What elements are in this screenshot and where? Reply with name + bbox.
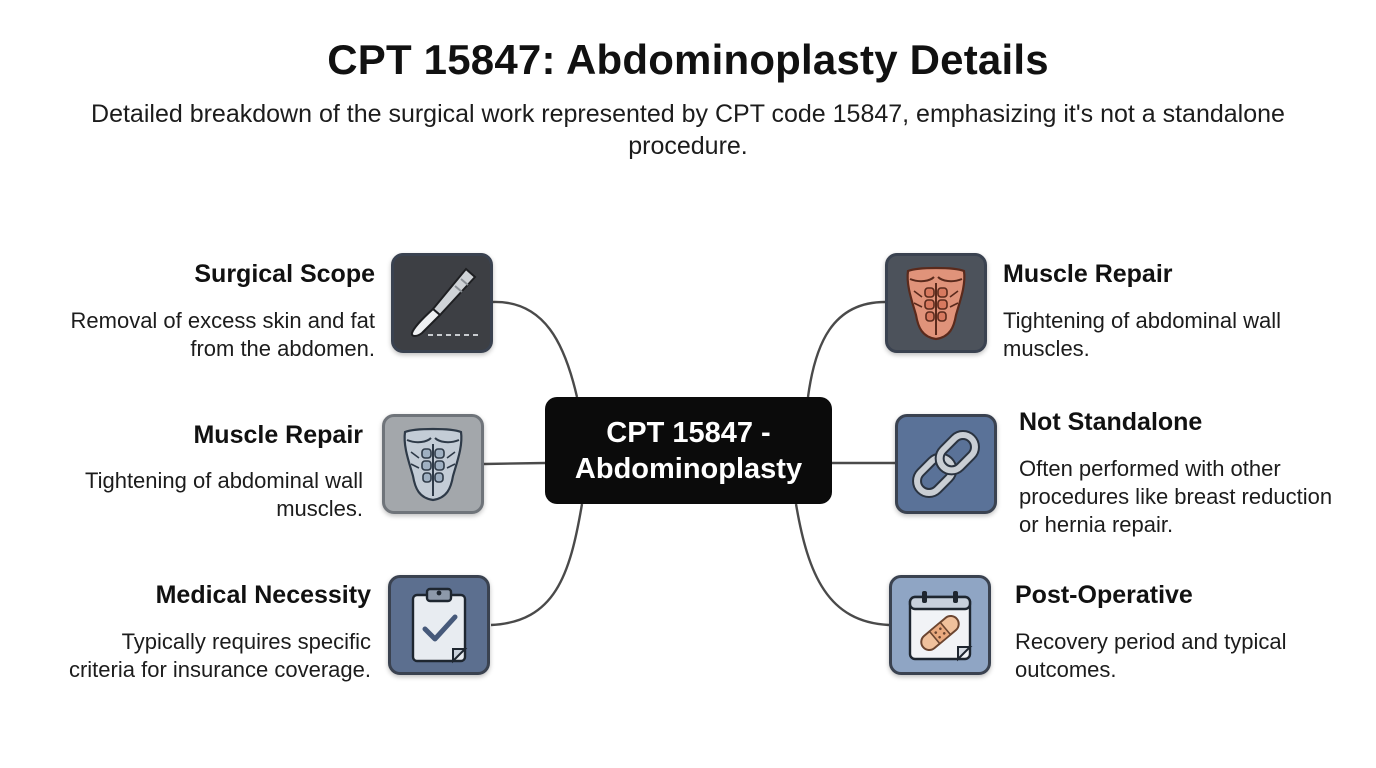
abdominal-muscles-icon (906, 266, 966, 341)
muscle-repair-right-title: Muscle Repair (1003, 260, 1173, 288)
muscle-repair-right-desc: Tightening of abdominal wall muscles. (1003, 308, 1282, 361)
page-subtitle: Detailed breakdown of the surgical work … (91, 100, 1285, 160)
post-operative-title: Post-Operative (1015, 581, 1193, 609)
connector-medical-necessity (490, 503, 584, 627)
hub-line-2: Abdominoplasty (574, 452, 803, 485)
surgical-scope-title: Surgical Scope (194, 260, 375, 288)
post-operative-desc: Recovery period and typical outcomes. (1015, 629, 1287, 682)
abdominal-muscles-icon (403, 427, 463, 502)
connector-post-operative (794, 503, 890, 627)
post-operative-tile (889, 575, 991, 675)
connector-muscle-repair-right (806, 300, 886, 398)
muscle-repair-left-title: Muscle Repair (193, 421, 363, 449)
chain-link-icon (912, 430, 980, 498)
not-standalone-tile (895, 414, 997, 514)
not-standalone-title: Not Standalone (1019, 408, 1203, 436)
calendar-bandage-icon (908, 591, 973, 662)
muscle-repair-left-tile (382, 414, 484, 514)
not-standalone-desc: Often performed with other procedures li… (1019, 456, 1333, 537)
page-title: CPT 15847: Abdominoplasty Details (327, 36, 1049, 83)
scalpel-icon (410, 267, 482, 337)
connector-surgical-scope (491, 300, 579, 398)
muscle-repair-right-tile (885, 253, 987, 353)
muscle-repair-left-desc: Tightening of abdominal wall muscles. (84, 468, 363, 521)
medical-necessity-tile (388, 575, 490, 675)
medical-necessity-title: Medical Necessity (155, 581, 371, 609)
surgical-scope-desc: Removal of excess skin and fat from the … (70, 308, 375, 361)
surgical-scope-tile (391, 253, 493, 353)
clipboard-check-icon (411, 587, 468, 664)
hub-line-1: CPT 15847 - (606, 416, 771, 449)
medical-necessity-desc: Typically requires specific criteria for… (68, 629, 371, 682)
connector-muscle-repair-left (483, 461, 546, 466)
central-hub: CPT 15847 - Abdominoplasty (545, 397, 832, 504)
